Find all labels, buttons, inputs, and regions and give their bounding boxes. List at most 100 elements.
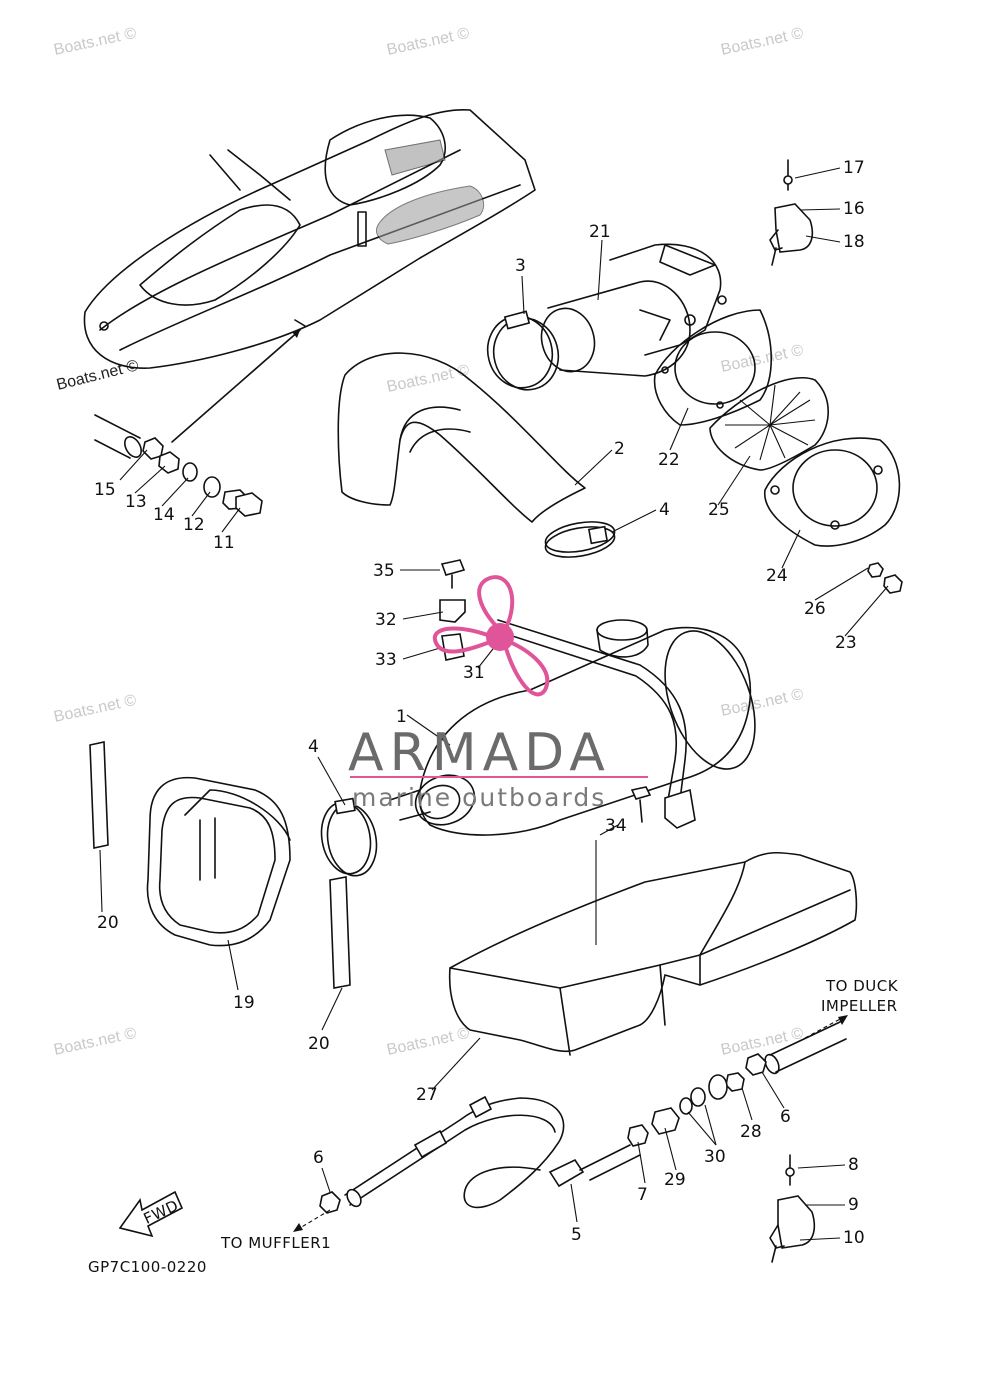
flow-arrows [293, 1015, 848, 1232]
watermark: Boats.net © [52, 1025, 138, 1059]
note-to-duck: TO DUCK [825, 977, 899, 995]
propeller-icon [432, 575, 550, 697]
callout-18: 18 [843, 232, 865, 252]
callout-30: 30 [704, 1147, 726, 1167]
leader-line [119, 449, 148, 481]
callout-labels: 17 16 18 21 3 2 22 25 4 24 26 23 15 13 1… [94, 158, 865, 1248]
callout-19: 19 [233, 993, 255, 1013]
notes: TO DUCK IMPELLER TO MUFFLER1 GP7C100-022… [88, 977, 899, 1276]
callout-8: 8 [848, 1155, 859, 1175]
leader-line [321, 1167, 331, 1193]
brand-tagline: marine outboards [352, 783, 606, 812]
callout-32: 32 [375, 610, 397, 630]
leader-line [521, 275, 525, 315]
small-fasteners [439, 559, 652, 823]
leader-line [221, 507, 241, 533]
callout-24: 24 [766, 566, 788, 586]
callout-20-left: 20 [97, 913, 119, 933]
leader-line [704, 1104, 717, 1146]
callout-26: 26 [804, 599, 826, 619]
callout-4-lower: 4 [308, 737, 319, 757]
callout-9: 9 [848, 1195, 859, 1215]
callout-20-right: 20 [308, 1034, 330, 1054]
leader-line [805, 235, 841, 243]
leader-line [161, 477, 189, 507]
watermark: Boats.net © [719, 1025, 805, 1059]
leader-line [761, 1071, 785, 1109]
jet-ski-overview [83, 108, 536, 369]
watermark: Boats.net © [52, 692, 138, 726]
leader-line [781, 529, 801, 569]
leader-line [317, 756, 346, 806]
leader-line [431, 1037, 481, 1091]
callout-35: 35 [373, 561, 395, 581]
callout-6-left: 6 [313, 1148, 324, 1168]
fitting-6-left [319, 1191, 341, 1214]
fwd-arrow-icon: FWD [118, 1190, 184, 1238]
callout-29: 29 [664, 1170, 686, 1190]
callout-23: 23 [835, 633, 857, 653]
callout-3: 3 [515, 256, 526, 276]
callout-27: 27 [416, 1085, 438, 1105]
watermark: Boats.net © [385, 362, 471, 396]
callout-34: 34 [605, 816, 627, 836]
callout-31: 31 [463, 663, 485, 683]
callout-25: 25 [708, 500, 730, 520]
callout-21: 21 [589, 222, 611, 242]
watermark: Boats.net © [52, 25, 138, 59]
leader-line [599, 824, 619, 836]
clip-8-9-10 [769, 1154, 816, 1263]
leader-line [799, 208, 841, 211]
hose-clamp-4-upper [544, 521, 616, 558]
leader-line [664, 1127, 677, 1171]
leader-line [814, 567, 869, 601]
leader-line [797, 1164, 846, 1169]
callout-10: 10 [843, 1228, 865, 1248]
callout-33: 33 [375, 650, 397, 670]
callout-11: 11 [213, 533, 235, 553]
leader-line [406, 714, 451, 746]
brand-name: ARMADA [348, 723, 611, 783]
watermark: Boats.net © [55, 357, 141, 394]
callout-6-right: 6 [780, 1107, 791, 1127]
leader-line [741, 1087, 753, 1121]
callout-1: 1 [396, 707, 407, 727]
watermark: Boats.net © [719, 342, 805, 376]
callout-4: 4 [659, 500, 670, 520]
watermark: Boats.net © [719, 25, 805, 59]
leader-line [227, 939, 239, 991]
leader-line [687, 1111, 717, 1146]
callout-22: 22 [658, 450, 680, 470]
leader-line [799, 1237, 841, 1241]
leader-line [191, 491, 211, 517]
leader-line [597, 239, 603, 301]
leader-line [574, 449, 613, 486]
watermark: Boats.net © [719, 686, 805, 720]
callout-15: 15 [94, 480, 116, 500]
callout-16: 16 [843, 199, 865, 219]
leader-line [794, 167, 841, 179]
callout-5: 5 [571, 1225, 582, 1245]
leader-line [611, 509, 657, 533]
leader-line [402, 647, 441, 660]
clip-16-17-18 [769, 159, 814, 266]
callout-28: 28 [740, 1122, 762, 1142]
fittings-right [627, 1021, 847, 1147]
callout-13: 13 [125, 492, 147, 512]
leader-line [321, 987, 343, 1031]
drawing-code: GP7C100-0220 [88, 1258, 207, 1276]
gasket-25-spokes [725, 384, 816, 461]
watermarks: Boats.net © Boats.net © Boats.net © Boat… [52, 25, 805, 1059]
brand-logo: ARMADA marine outboards [348, 575, 648, 812]
exhaust-pipe-2 [337, 352, 586, 523]
leader-line [669, 407, 689, 451]
drain-hose-detail [94, 329, 301, 517]
duct-19-and-clamp [89, 741, 378, 989]
note-to-muffler: TO MUFFLER1 [220, 1234, 331, 1252]
leader-line [637, 1141, 646, 1184]
callout-17: 17 [843, 158, 865, 178]
insulation-27 [448, 851, 858, 1056]
watermark: Boats.net © [385, 1025, 471, 1059]
leader-line [717, 455, 751, 506]
